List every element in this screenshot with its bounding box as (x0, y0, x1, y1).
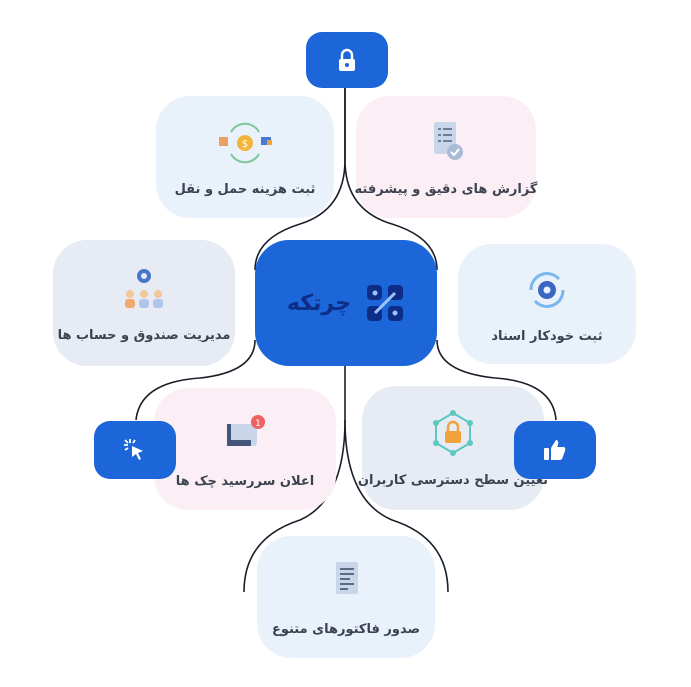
report-document-icon (434, 121, 463, 160)
feature-label: ثبت خودکار اسناد (491, 328, 603, 344)
feature-card-auto-documents: ثبت خودکار اسناد (458, 244, 636, 364)
access-lock-icon (433, 409, 473, 456)
feature-card-reports: گزارش های دقیق و پیشرفته (354, 96, 538, 218)
team-gear-icon (125, 268, 163, 308)
auto-sync-gear-icon (529, 271, 565, 308)
feature-label: صدور فاکتورهای متنوع (271, 621, 421, 637)
invoice-icon (336, 561, 358, 594)
feature-card-invoices: صدور فاکتورهای متنوع (257, 536, 435, 658)
feature-label: گزارش های دقیق و پیشرفته (354, 181, 538, 197)
cursor-click-button[interactable] (94, 421, 176, 479)
thumbs-up-icon (544, 440, 566, 460)
feature-card-transport-cost: $ ثبت هزینه حمل و نقل (156, 96, 334, 218)
notification-bell-icon: 1 (227, 414, 265, 446)
feature-label: مدیریت صندوق و حساب ها (57, 327, 231, 343)
thumbs-up-button[interactable] (514, 421, 596, 479)
brand-center-card: چرتکه (255, 240, 437, 366)
lock-button[interactable] (306, 32, 388, 88)
feature-card-user-access: تعیین سطح دسترسی کاربران (358, 386, 548, 510)
svg-text:$: $ (242, 139, 248, 150)
cost-transport-icon: $ (219, 122, 272, 163)
lock-icon (339, 48, 355, 71)
cursor-click-icon (124, 439, 143, 460)
feature-card-cheque-due: 1 اعلان سررسید چک ها (154, 388, 336, 510)
feature-card-cash-accounts: مدیریت صندوق و حساب ها (53, 240, 235, 366)
brand-logo-icon (366, 285, 403, 321)
brand-name: چرتکه (287, 290, 351, 316)
feature-label: اعلان سررسید چک ها (175, 473, 315, 489)
feature-label: تعیین سطح دسترسی کاربران (357, 472, 549, 488)
feature-label: ثبت هزینه حمل و نقل (174, 181, 316, 197)
svg-text:1: 1 (255, 419, 261, 429)
